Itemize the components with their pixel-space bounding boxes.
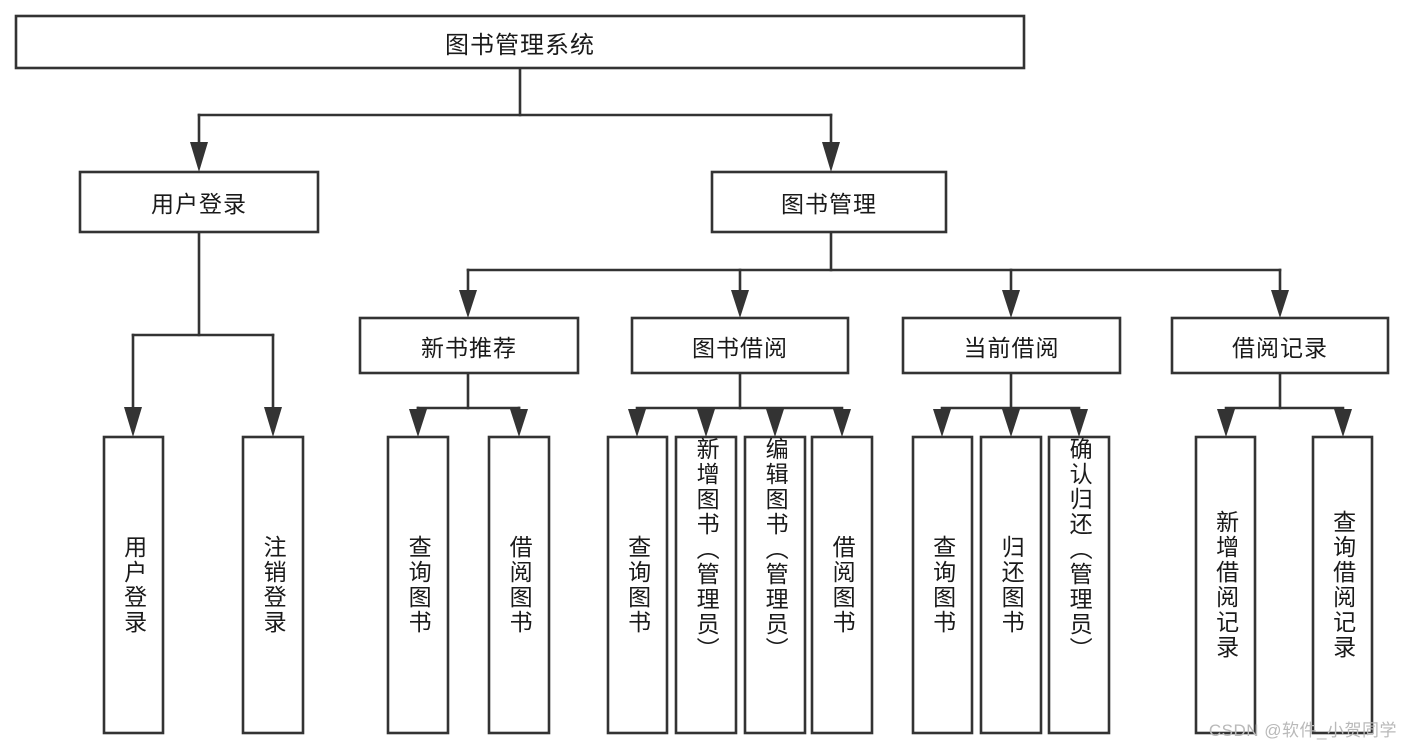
arrow-icon xyxy=(510,409,528,437)
arrow-icon xyxy=(1217,409,1235,437)
node-leaf-query-book-3[interactable] xyxy=(911,435,974,735)
node-leaf-logout[interactable] xyxy=(241,435,305,735)
node-leaf-edit-book-admin[interactable] xyxy=(743,435,807,735)
arrow-icon xyxy=(1271,290,1289,318)
arrow-icon xyxy=(833,409,851,437)
arrow-icon xyxy=(731,290,749,318)
arrow-icon xyxy=(766,409,784,437)
arrow-icon xyxy=(124,407,142,437)
node-book-management[interactable] xyxy=(710,170,948,234)
arrow-icon xyxy=(628,409,646,437)
arrow-icon xyxy=(933,409,951,437)
arrow-icon xyxy=(190,142,208,172)
node-book-borrow[interactable] xyxy=(630,316,850,375)
node-borrow-record[interactable] xyxy=(1170,316,1390,375)
node-leaf-query-book-2[interactable] xyxy=(606,435,669,735)
connector-current-borrow-to-leaves xyxy=(933,371,1088,437)
node-leaf-query-borrow-record[interactable] xyxy=(1311,435,1374,735)
node-leaf-confirm-return-admin[interactable] xyxy=(1047,435,1111,735)
arrow-icon xyxy=(1002,409,1020,437)
node-leaf-add-borrow-record[interactable] xyxy=(1194,435,1257,735)
node-leaf-borrow-book-2[interactable] xyxy=(810,435,874,735)
arrow-icon xyxy=(1070,409,1088,437)
arrow-icon xyxy=(409,409,427,437)
node-leaf-return-book[interactable] xyxy=(979,435,1043,735)
node-new-book-recommend[interactable] xyxy=(358,316,580,375)
node-root-book-management-system[interactable] xyxy=(14,14,1026,70)
arrow-icon xyxy=(697,409,715,437)
node-leaf-user-login[interactable] xyxy=(102,435,165,735)
connector-user-login-to-leaves xyxy=(124,230,282,437)
arrow-icon xyxy=(1002,290,1020,318)
arrow-icon xyxy=(459,290,477,318)
connector-borrow-record-to-leaves xyxy=(1217,371,1352,437)
node-leaf-add-book-admin[interactable] xyxy=(674,435,738,735)
connector-book-borrow-to-leaves xyxy=(628,371,851,437)
node-current-borrow[interactable] xyxy=(901,316,1122,375)
connector-book-mgmt-to-level3 xyxy=(459,230,1289,318)
connector-new-book-to-leaves xyxy=(409,371,528,437)
node-leaf-query-book-1[interactable] xyxy=(386,435,450,735)
node-user-login[interactable] xyxy=(78,170,320,234)
arrow-icon xyxy=(264,407,282,437)
connector-root-to-level2 xyxy=(190,66,840,172)
arrow-icon xyxy=(822,142,840,172)
arrow-icon xyxy=(1334,409,1352,437)
node-leaf-borrow-book-1[interactable] xyxy=(487,435,551,735)
